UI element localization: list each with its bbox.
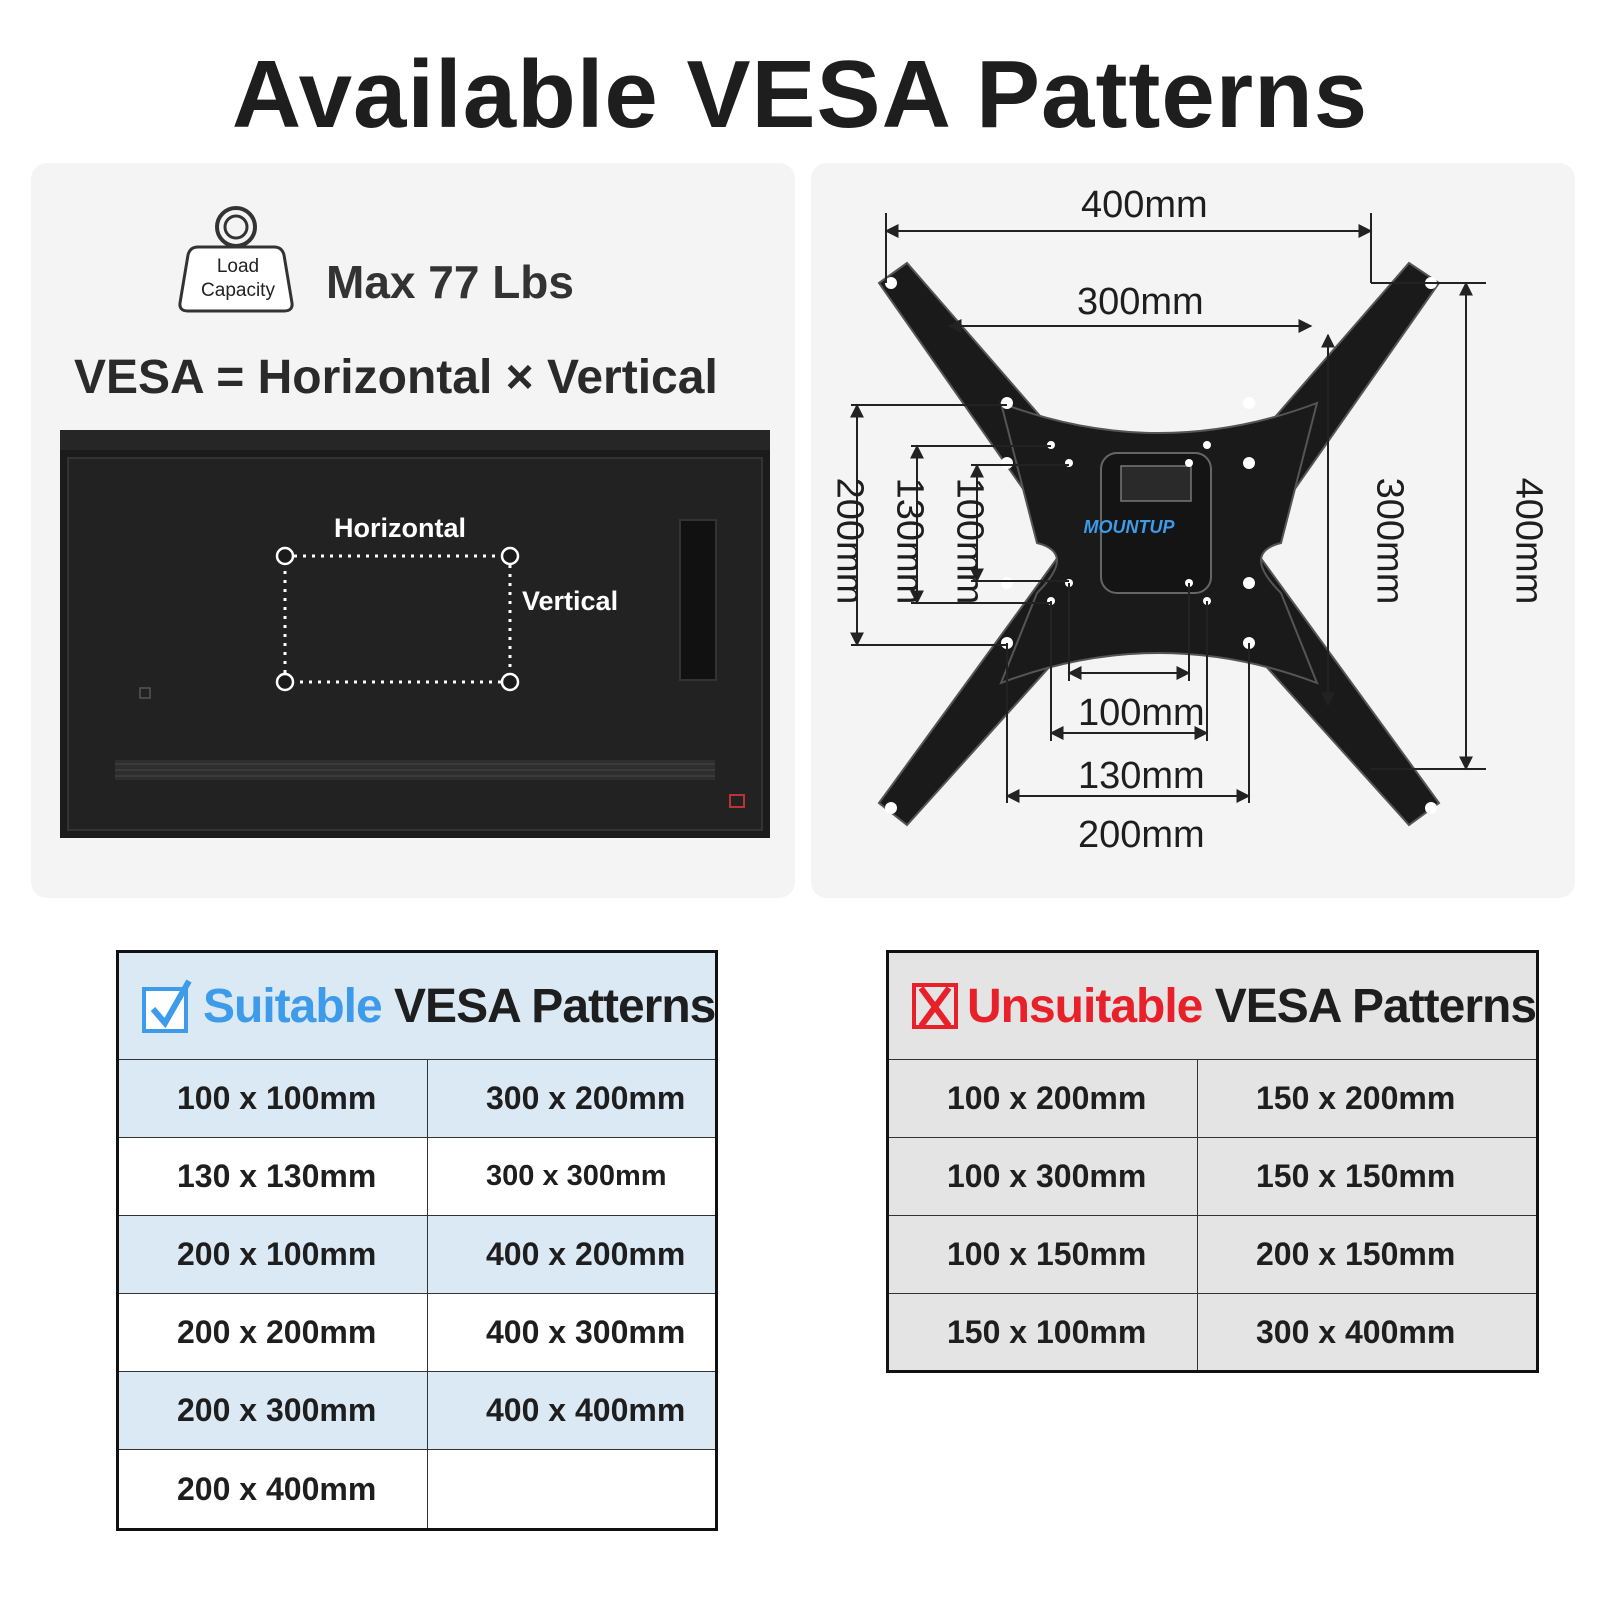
- suitable-patterns-table: Suitable VESA Patterns 100 x 100mm 300 x…: [116, 950, 719, 1531]
- table-cell: 200 x 100mm: [117, 1215, 428, 1294]
- table-row: 200 x 300mm 400 x 400mm: [117, 1371, 718, 1450]
- dim-top-400: 400mm: [1081, 184, 1208, 226]
- tv-back-illustration: Horizontal Vertical: [60, 430, 770, 838]
- load-icon-line1: Load: [216, 256, 260, 277]
- dim-bottom-130: 130mm: [1078, 755, 1205, 797]
- unsuitable-title-rest: VESA Patterns: [1202, 979, 1537, 1033]
- table-cell: 100 x 150mm: [887, 1215, 1198, 1294]
- table-cell: 200 x 200mm: [117, 1293, 428, 1372]
- table-cell: 200 x 400mm: [117, 1449, 428, 1530]
- table-cell: 150 x 100mm: [887, 1293, 1198, 1372]
- table-row: 200 x 100mm 400 x 200mm: [117, 1215, 718, 1294]
- load-icon-label: Load Capacity: [178, 255, 298, 303]
- unsuitable-title-highlight: Unsuitable: [967, 979, 1203, 1033]
- dim-bottom-200: 200mm: [1078, 814, 1205, 856]
- max-load-text: Max 77 Lbs: [326, 256, 574, 308]
- table-cell: 100 x 200mm: [887, 1059, 1198, 1138]
- table-cell: 300 x 200mm: [426, 1059, 718, 1138]
- table-cell: 400 x 200mm: [426, 1215, 718, 1294]
- page-title: Available VESA Patterns: [231, 41, 1369, 148]
- dim-right-300: 300mm: [1368, 477, 1411, 605]
- vesa-formula: VESA = Horizontal × Vertical: [74, 351, 718, 404]
- horizontal-label: Horizontal: [334, 513, 466, 543]
- dim-left-130: 130mm: [888, 477, 931, 605]
- table-cell: 400 x 300mm: [426, 1293, 718, 1372]
- mount-bracket-diagram: MOUNTUP: [850, 213, 1486, 827]
- table-row: 100 x 200mm 150 x 200mm: [887, 1059, 1539, 1138]
- vertical-label: Vertical: [522, 586, 619, 616]
- dim-right-400: 400mm: [1507, 477, 1550, 605]
- dim-top-300: 300mm: [1077, 281, 1204, 323]
- table-cell: 100 x 100mm: [117, 1059, 428, 1138]
- table-row: 100 x 300mm 150 x 150mm: [887, 1137, 1539, 1216]
- weight-icon: [178, 206, 294, 313]
- bracket-brand: MOUNTUP: [1084, 517, 1176, 537]
- suitable-title-rest: VESA Patterns: [381, 979, 716, 1033]
- table-cell: 150 x 200mm: [1196, 1059, 1539, 1138]
- cross-mark-icon: [912, 983, 958, 1029]
- table-row: 200 x 200mm 400 x 300mm: [117, 1293, 718, 1372]
- table-row: 100 x 150mm 200 x 150mm: [887, 1215, 1539, 1294]
- table-cell: 300 x 400mm: [1196, 1293, 1539, 1372]
- table-cell: 130 x 130mm: [117, 1137, 428, 1216]
- dim-left-200: 200mm: [828, 477, 871, 605]
- table-cell: 100 x 300mm: [887, 1137, 1198, 1216]
- dim-bottom-100: 100mm: [1078, 692, 1205, 734]
- table-cell: 200 x 300mm: [117, 1371, 428, 1450]
- suitable-title-highlight: Suitable: [203, 979, 383, 1033]
- table-cell: 400 x 400mm: [426, 1371, 718, 1450]
- checkbox-checked-icon: [142, 979, 192, 1033]
- table-row: 130 x 130mm 300 x 300mm: [117, 1137, 718, 1216]
- unsuitable-patterns-table: Unsuitable VESA Patterns 100 x 200mm 150…: [886, 950, 1540, 1373]
- table-cell: 300 x 300mm: [426, 1137, 718, 1216]
- dim-left-100: 100mm: [948, 477, 991, 605]
- table-cell: [426, 1449, 718, 1530]
- table-row: 200 x 400mm: [117, 1449, 718, 1530]
- table-cell: 200 x 150mm: [1196, 1215, 1539, 1294]
- load-icon-line2: Capacity: [201, 280, 275, 301]
- table-row: 150 x 100mm 300 x 400mm: [887, 1293, 1539, 1372]
- table-row: 100 x 100mm 300 x 200mm: [117, 1059, 718, 1138]
- table-cell: 150 x 150mm: [1196, 1137, 1539, 1216]
